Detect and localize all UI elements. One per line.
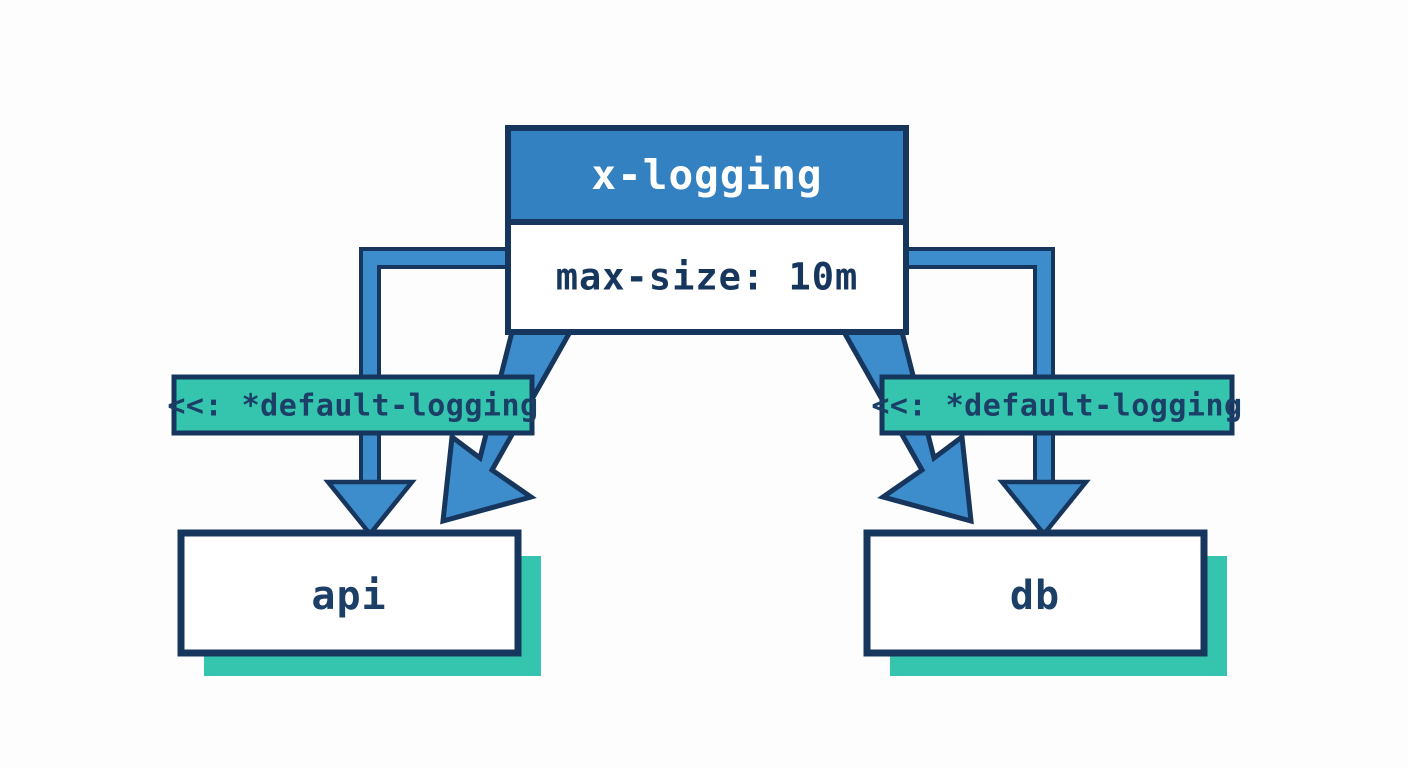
edge-label-left-box xyxy=(171,374,535,436)
node-x-logging-body-text: max-size: 10m xyxy=(556,256,859,299)
edge-label-right-text: <<: *default-logging xyxy=(871,389,1242,424)
node-api-box xyxy=(177,529,522,657)
node-db-box xyxy=(863,529,1208,657)
node-api[interactable]: api xyxy=(177,529,541,676)
node-db-label: db xyxy=(1010,573,1060,619)
edge-left-orth-arrowhead xyxy=(323,479,417,538)
edge-label-right-box xyxy=(879,374,1235,436)
edge-right-orth-arrowhead xyxy=(997,479,1091,538)
edge-label-right[interactable]: <<: *default-logging xyxy=(871,374,1242,436)
edge-label-left[interactable]: <<: *default-logging xyxy=(167,374,538,436)
node-x-logging-body xyxy=(505,219,909,335)
node-api-label: api xyxy=(311,573,386,619)
edge-label-left-text: <<: *default-logging xyxy=(167,389,538,424)
node-db[interactable]: db xyxy=(863,529,1227,676)
node-x-logging[interactable]: x-logging max-size: 10m xyxy=(505,125,909,335)
node-x-logging-title: x-logging xyxy=(591,151,822,199)
